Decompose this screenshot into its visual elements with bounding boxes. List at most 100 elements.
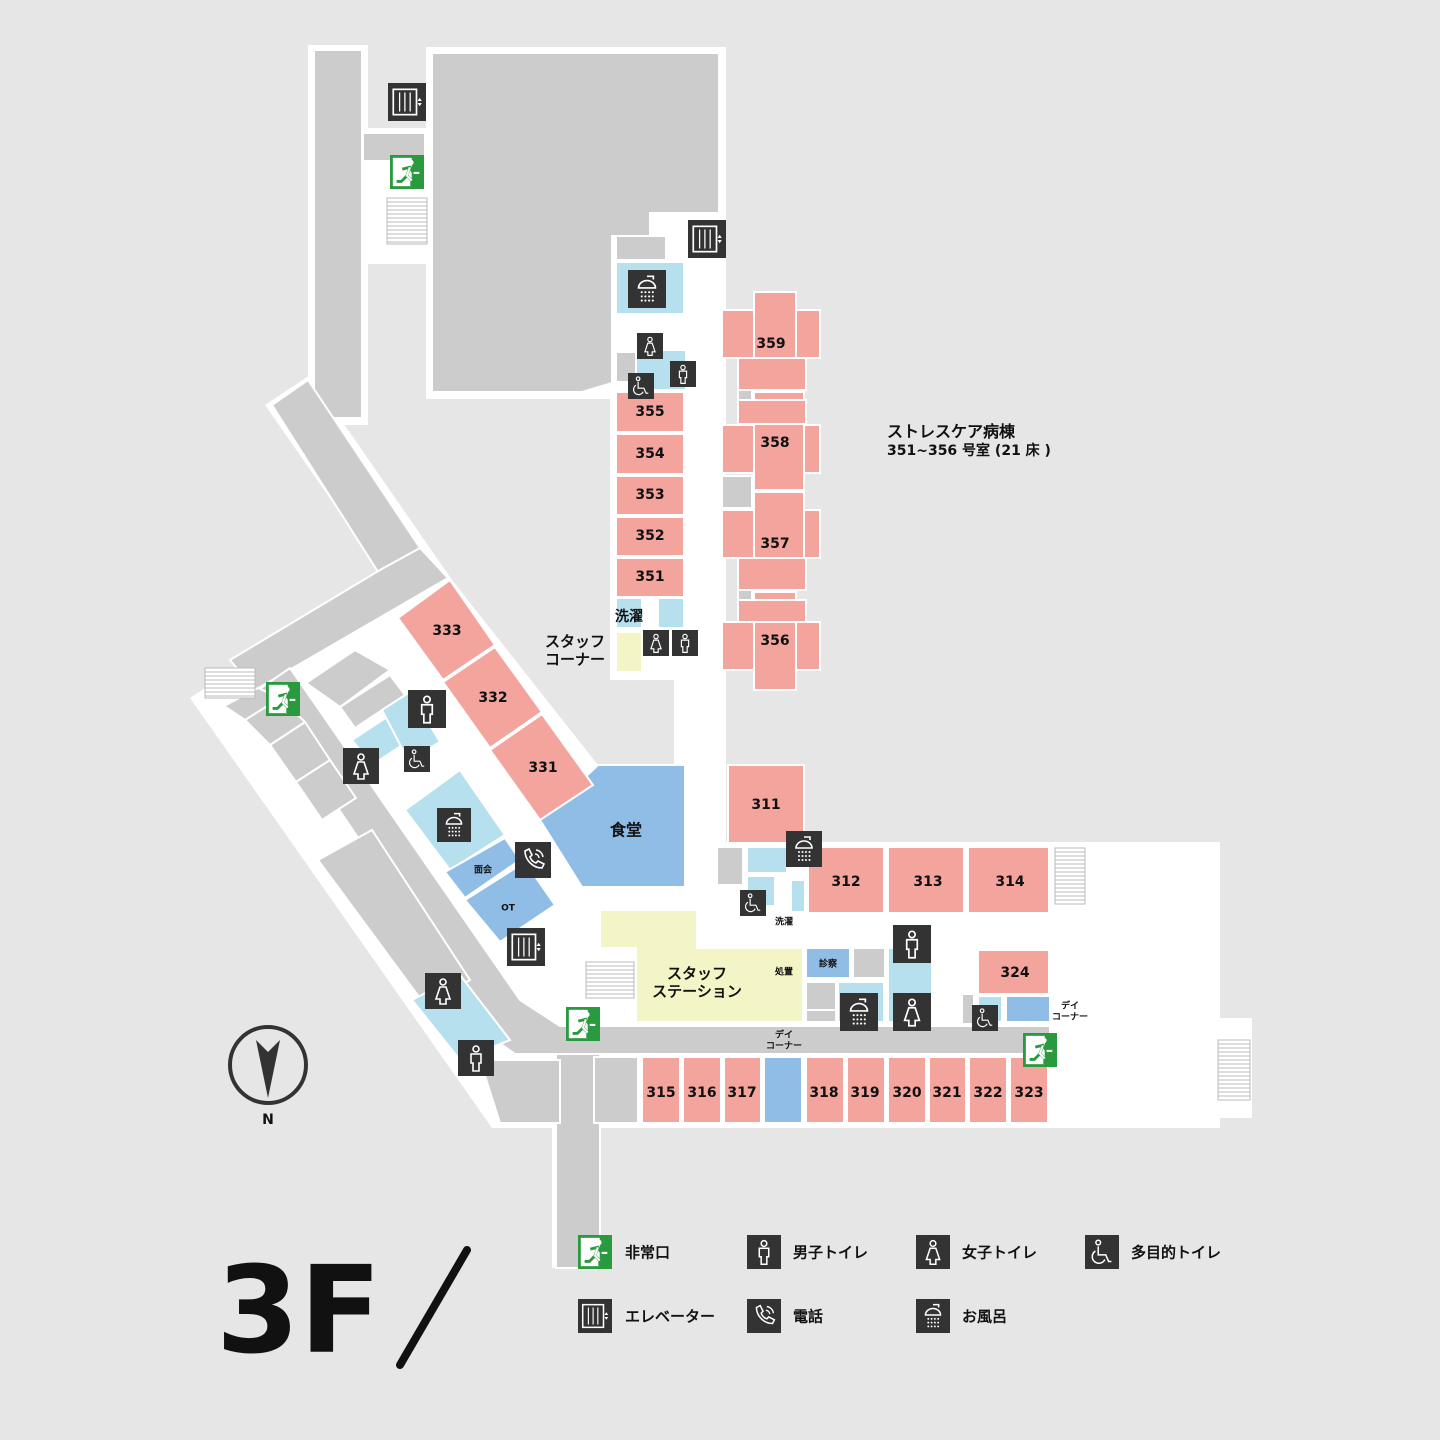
legend-elevator: エレベーター	[625, 1308, 715, 1326]
room-label: 324	[1000, 965, 1029, 981]
room-322[interactable]	[968, 1056, 1008, 1124]
room-313[interactable]	[887, 846, 965, 914]
room-label: 321	[932, 1085, 961, 1101]
room-321[interactable]	[928, 1056, 967, 1124]
room-label: 332	[478, 690, 507, 706]
room-label: 323	[1014, 1085, 1043, 1101]
room-359[interactable]	[721, 291, 821, 391]
exam-room-label: 診察	[819, 958, 838, 970]
room-311[interactable]	[727, 764, 805, 844]
accessible-toilet-icon	[404, 746, 430, 772]
room-labels: 355 354 353 352 351 359 358 357 356 333 …	[432, 336, 1043, 1101]
staff-station-label: スタッフ	[667, 965, 727, 983]
room-331[interactable]	[488, 712, 595, 822]
room-358[interactable]	[721, 391, 821, 491]
room-label: 333	[432, 623, 461, 639]
female-toilet-icon	[643, 630, 669, 656]
legend-phone: 電話	[793, 1308, 823, 1326]
laundry-label: 洗濯	[615, 608, 643, 625]
room-label: 352	[635, 528, 664, 544]
room-label: 357	[760, 536, 789, 552]
phone-icon	[747, 1299, 781, 1333]
room-label: 316	[687, 1085, 716, 1101]
room-label: 358	[760, 435, 789, 451]
room-label: 313	[913, 874, 942, 890]
room-316[interactable]	[682, 1056, 722, 1124]
female-toilet-icon	[916, 1235, 950, 1269]
room-label: 353	[635, 487, 664, 503]
room-324[interactable]	[977, 949, 1050, 995]
room-319[interactable]	[846, 1056, 886, 1124]
ward-title: ストレスケア病棟	[887, 422, 1016, 441]
female-toilet-icon	[893, 993, 931, 1031]
treatment-room-label: 処置	[774, 966, 793, 978]
staircase	[1054, 847, 1086, 905]
room-318[interactable]	[805, 1056, 845, 1124]
room-333[interactable]	[396, 578, 497, 682]
room-317[interactable]	[723, 1056, 762, 1124]
legend: 非常口 男子トイレ 女子トイレ 多目的トイレ エレベーター 電話 お風呂	[578, 1235, 1221, 1333]
elevator-icon	[507, 928, 545, 966]
staff-station	[599, 909, 804, 1023]
bath-icon	[437, 808, 471, 842]
elevator-icon	[388, 83, 426, 121]
legend-accessible: 多目的トイレ	[1131, 1244, 1221, 1262]
compass-ring	[228, 1025, 308, 1105]
room-352[interactable]	[615, 516, 685, 557]
female-toilet-icon	[343, 748, 379, 784]
room-354[interactable]	[615, 433, 685, 475]
exit-icon	[266, 682, 300, 716]
room-label: 315	[646, 1085, 675, 1101]
legend-male: 男子トイレ	[793, 1244, 868, 1262]
room-label: 319	[850, 1085, 879, 1101]
room-label: 318	[809, 1085, 838, 1101]
room-label: 351	[635, 569, 664, 585]
male-toilet-icon	[408, 690, 446, 728]
bath-icon	[840, 993, 878, 1031]
divider-slash	[396, 1246, 471, 1369]
room-label: 359	[756, 336, 785, 352]
male-toilet-icon	[672, 630, 698, 656]
phone-icon	[515, 842, 551, 878]
room-314[interactable]	[967, 846, 1050, 914]
room-320[interactable]	[887, 1056, 927, 1124]
room-332[interactable]	[441, 645, 544, 750]
room-356[interactable]	[721, 591, 821, 691]
stairs	[204, 197, 1251, 1101]
room-label: 322	[973, 1085, 1002, 1101]
rooms	[396, 291, 1050, 1124]
staff-corner-label: コーナー	[545, 651, 605, 669]
day-corner-label: デイ	[775, 1029, 793, 1041]
room-label: 331	[528, 760, 557, 776]
compass: N	[228, 1025, 308, 1128]
room-353[interactable]	[615, 475, 685, 516]
legend-exit: 非常口	[625, 1244, 670, 1262]
exit-icon	[1023, 1033, 1057, 1067]
room-label: 356	[760, 633, 789, 649]
room-357[interactable]	[721, 491, 821, 591]
area-labels: 食堂 スタッフ ステーション スタッフ コーナー 洗濯 洗濯 面会 OT 処置 …	[474, 422, 1088, 1052]
female-toilet-icon	[637, 333, 663, 359]
laundry-label: 洗濯	[775, 916, 793, 928]
staircase	[1217, 1039, 1251, 1101]
female-toilet-icon	[425, 973, 461, 1009]
staircase	[585, 961, 635, 999]
room-323[interactable]	[1009, 1056, 1049, 1124]
room-label: 312	[831, 874, 860, 890]
legend-female: 女子トイレ	[962, 1244, 1037, 1262]
bath-icon	[786, 831, 822, 867]
floor-label: 3F	[216, 1242, 381, 1381]
room-315[interactable]	[641, 1056, 681, 1124]
day-corner-label: コーナー	[1052, 1012, 1088, 1023]
elevator-icon	[578, 1299, 612, 1333]
room-351[interactable]	[615, 557, 685, 598]
bath-icon	[916, 1299, 950, 1333]
compass-label: N	[262, 1112, 274, 1128]
elevator-icon	[688, 220, 726, 258]
compass-needle-icon	[256, 1040, 280, 1098]
room-label: 314	[995, 874, 1024, 890]
day-corner-label: コーナー	[766, 1041, 802, 1052]
exit-icon	[390, 155, 424, 189]
accessible-toilet-icon	[628, 373, 654, 399]
visit-room-label: 面会	[474, 864, 493, 876]
